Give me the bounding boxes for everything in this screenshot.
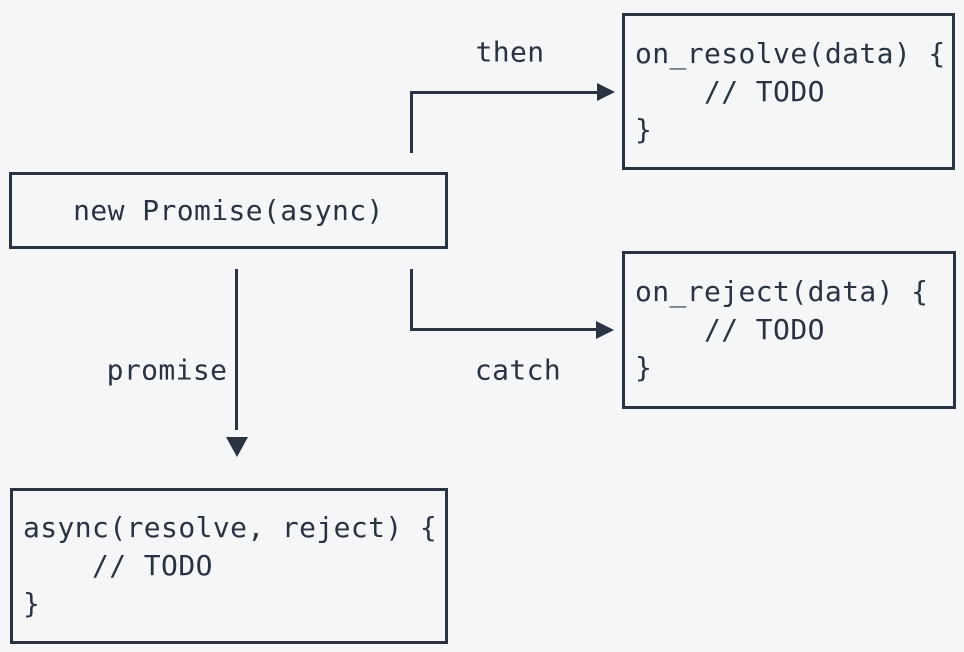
node-async-executor-code: async(resolve, reject) { // TODO } bbox=[23, 511, 438, 620]
edge-catch-label: catch bbox=[474, 353, 562, 387]
edge-then-vertical-segment bbox=[410, 91, 413, 153]
node-new-promise-label: new Promise(async) bbox=[73, 193, 384, 227]
arrowhead-right-icon bbox=[596, 321, 614, 339]
edge-promise-vertical-segment bbox=[235, 269, 238, 430]
node-on-resolve-code: on_resolve(data) { // TODO } bbox=[635, 36, 946, 146]
node-async-executor: async(resolve, reject) { // TODO } bbox=[10, 488, 448, 644]
node-new-promise: new Promise(async) bbox=[9, 172, 448, 249]
edge-promise-label: promise bbox=[106, 353, 228, 387]
edge-then-horizontal-segment bbox=[410, 91, 597, 94]
edge-then-label: then bbox=[475, 35, 545, 69]
node-on-reject: on_reject(data) { // TODO } bbox=[622, 251, 956, 409]
arrowhead-right-icon bbox=[597, 83, 615, 101]
node-on-resolve: on_resolve(data) { // TODO } bbox=[622, 13, 955, 170]
arrowhead-down-icon bbox=[226, 437, 248, 457]
edge-catch-horizontal-segment bbox=[410, 328, 596, 331]
node-on-reject-code: on_reject(data) { // TODO } bbox=[635, 275, 929, 384]
edge-catch-vertical-segment bbox=[410, 269, 413, 331]
